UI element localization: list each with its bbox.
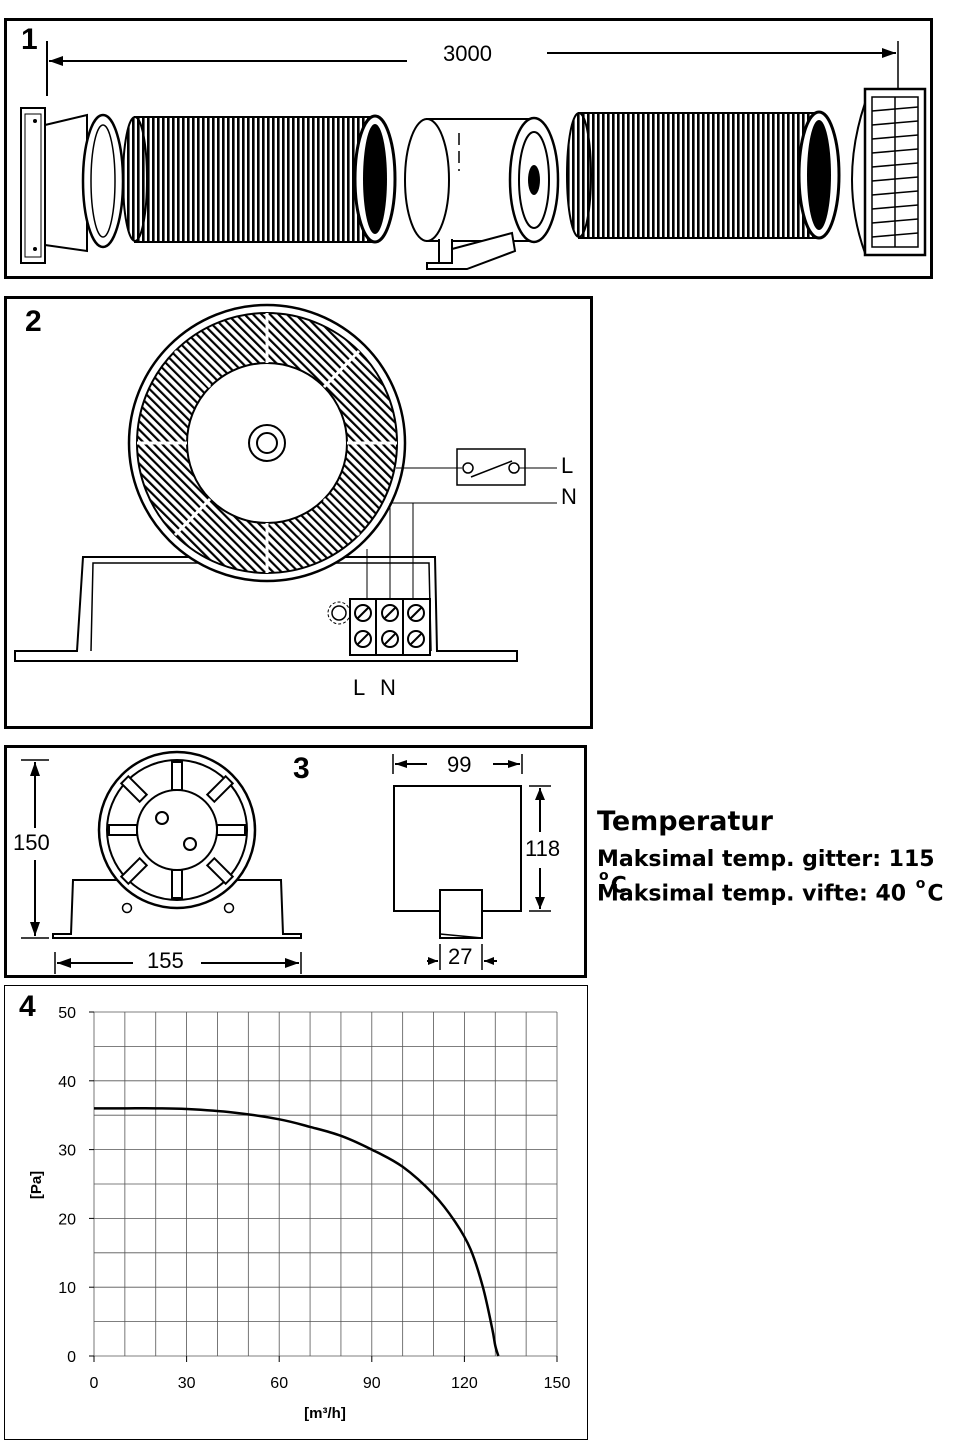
dimensions-drawing — [21, 750, 551, 974]
duct-kit-drawing — [20, 41, 927, 270]
pressure-flow-chart: 0 10 20 30 40 50 0 30 60 90 120 150 [m³/h] [Pa] — [28, 1005, 571, 1422]
louvre-grille-icon — [851, 87, 927, 257]
temperature-line-fan: Maksimal temp. vifte: 40 oC — [597, 876, 944, 907]
x-axis-label: [m³/h] — [304, 1405, 346, 1422]
temperature-line-text: Maksimal temp. gitter: 115 — [597, 847, 935, 872]
degree-symbol: o — [915, 876, 926, 892]
length-label: 3000 — [443, 41, 492, 66]
panel-number: 1 — [21, 23, 38, 56]
width-label: 155 — [147, 948, 184, 973]
height-label: 150 — [13, 830, 50, 855]
y-tick-label: 40 — [58, 1074, 76, 1091]
panel-number: 2 — [25, 305, 42, 338]
y-tick-label: 30 — [58, 1143, 76, 1160]
degree-symbol: o — [599, 868, 609, 884]
wall-flange-icon — [20, 107, 125, 264]
foot-width-label: 27 — [448, 944, 473, 969]
front-view-icon — [52, 750, 302, 939]
y-tick-label: 50 — [58, 1005, 76, 1022]
temperature-line-text: Maksimal temp. vifte: 40 — [597, 881, 907, 907]
panel-number: 4 — [19, 990, 36, 1023]
series-line — [94, 1107, 500, 1357]
box-height-dimension — [529, 785, 551, 912]
side-view-icon — [393, 785, 522, 939]
flex-duct-icon — [122, 114, 397, 244]
terminal-block-icon — [327, 598, 431, 656]
fan-wheel-icon — [127, 303, 407, 583]
panel-1-duct-kit: 1 3000 — [4, 18, 933, 279]
switch-label-n: N — [561, 484, 577, 509]
terminal-label-n: N — [380, 675, 396, 700]
x-tick-label: 0 — [90, 1375, 99, 1392]
temperature-unit: C — [927, 881, 944, 907]
box-width-label: 99 — [447, 752, 472, 777]
panel-number: 3 — [293, 752, 310, 785]
panel-4-chart: 4 0 10 20 30 40 50 0 30 60 90 120 150 [m³/h] [Pa] — [4, 985, 588, 1440]
x-tick-label: 60 — [270, 1375, 288, 1392]
y-tick-label: 10 — [58, 1280, 76, 1297]
chart-grid — [93, 1011, 558, 1357]
height-dimension — [21, 759, 49, 939]
x-tick-labels: 0 30 60 90 120 150 — [90, 1356, 571, 1392]
x-tick-label: 30 — [178, 1375, 196, 1392]
panel-3-dimensions: 3 150 155 99 118 27 — [4, 745, 587, 978]
switch-label-l: L — [561, 453, 574, 478]
y-tick-label: 20 — [58, 1211, 76, 1228]
x-tick-label: 90 — [363, 1375, 381, 1392]
terminal-label-l: L — [353, 675, 366, 700]
box-width-dimension — [392, 754, 523, 774]
length-dimension — [46, 41, 899, 101]
temperature-line-grille: Maksimal temp. gitter: 115 oC — [597, 847, 960, 898]
x-tick-label: 150 — [544, 1375, 571, 1392]
temperature-unit: C — [610, 873, 627, 899]
inline-fan-icon — [404, 116, 560, 270]
switch-icon — [366, 448, 557, 601]
wiring-diagram — [14, 303, 557, 662]
y-tick-label: 0 — [67, 1349, 76, 1366]
x-tick-label: 120 — [451, 1375, 478, 1392]
box-height-label: 118 — [525, 836, 561, 861]
y-axis-label: [Pa] — [28, 1171, 45, 1199]
width-dimension — [54, 952, 302, 974]
flex-duct-icon — [566, 110, 841, 240]
temperature-heading: Temperatur — [597, 806, 773, 837]
foot-width-dimension — [427, 944, 497, 970]
panel-2-wiring: 2 L N L N — [4, 296, 593, 729]
y-tick-labels: 0 10 20 30 40 50 — [58, 1005, 94, 1366]
